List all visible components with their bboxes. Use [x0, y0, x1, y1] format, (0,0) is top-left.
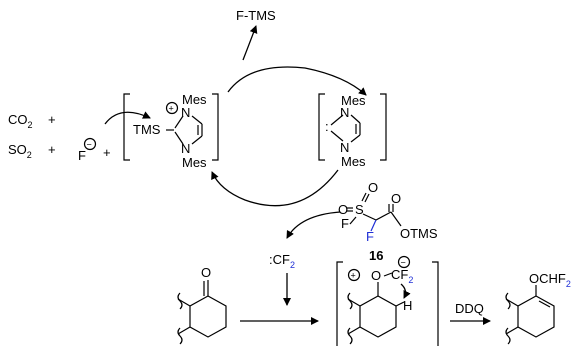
plus-sign: +: [48, 112, 56, 127]
bracket-right: [380, 93, 387, 161]
negative-charge-circle: [397, 255, 411, 269]
n-atom-top: N: [340, 105, 349, 120]
ochf2-group: OCHF2: [529, 271, 571, 289]
mes-top: Mes: [341, 93, 366, 108]
positive-charge-sign: +: [169, 104, 174, 114]
difluorocarbene: :CF2: [269, 252, 295, 306]
bracket-left: [318, 93, 325, 161]
o-atom: O: [391, 191, 401, 206]
negative-charge-circle: [83, 137, 97, 151]
ddq-label: DDQ: [455, 301, 484, 316]
co2-label: CO2: [8, 112, 33, 130]
nhc-carbene: : N N Mes Mes: [318, 93, 387, 169]
n-atom-bottom: N: [181, 141, 190, 156]
negative-charge-sign: −: [87, 140, 92, 150]
mes-bottom: Mes: [341, 154, 366, 169]
positive-charge-circle: [347, 268, 361, 282]
carbene-lone-pair: :: [325, 119, 329, 134]
compound-number: 16: [369, 248, 383, 263]
bracket-right: [432, 261, 439, 346]
byproduct-f-tms: F-TMS: [236, 8, 276, 23]
bracket-right: [212, 93, 219, 161]
ketone-substrate: O: [177, 265, 227, 345]
f-atom: F: [341, 216, 349, 231]
zwitterion-intermediate: O + CF2 − H: [336, 255, 439, 346]
positive-charge-circle: [165, 101, 179, 115]
plus-sign: +: [48, 142, 56, 157]
tms-group: TMS: [133, 122, 161, 137]
positive-charge-sign: +: [351, 271, 356, 281]
difluorocarbene-label: :CF2: [269, 252, 295, 270]
plus-sign: +: [103, 145, 111, 160]
n-atom-bottom: N: [340, 140, 349, 155]
bracket-left: [336, 261, 343, 346]
o-atom: O: [338, 202, 348, 217]
s-atom: S: [355, 202, 364, 217]
so2-label: SO2: [8, 142, 32, 160]
reagents: CO2 + SO2 + F − +: [8, 112, 111, 163]
difluoromethyl-enol-ether-product: OCHF2: [505, 271, 571, 345]
h-atom: H: [403, 298, 412, 313]
tms-imidazolium: TMS N N Mes Mes +: [123, 92, 219, 170]
n-atom-top: N: [181, 105, 190, 120]
o-atom: O: [368, 180, 378, 195]
bracket-left: [123, 93, 130, 161]
o-atom: O: [371, 268, 381, 283]
cf2-group: CF2: [391, 267, 413, 285]
carbonyl-o-atom: O: [201, 265, 211, 280]
reagent-16: O S O F F O OTMS 16: [338, 180, 438, 263]
mes-top: Mes: [182, 92, 207, 107]
negative-charge-sign: −: [401, 258, 406, 268]
otms-group: OTMS: [400, 226, 438, 241]
mes-bottom: Mes: [182, 155, 207, 170]
f-atom-blue: F: [366, 229, 374, 244]
fluoride-label: F: [78, 148, 86, 163]
